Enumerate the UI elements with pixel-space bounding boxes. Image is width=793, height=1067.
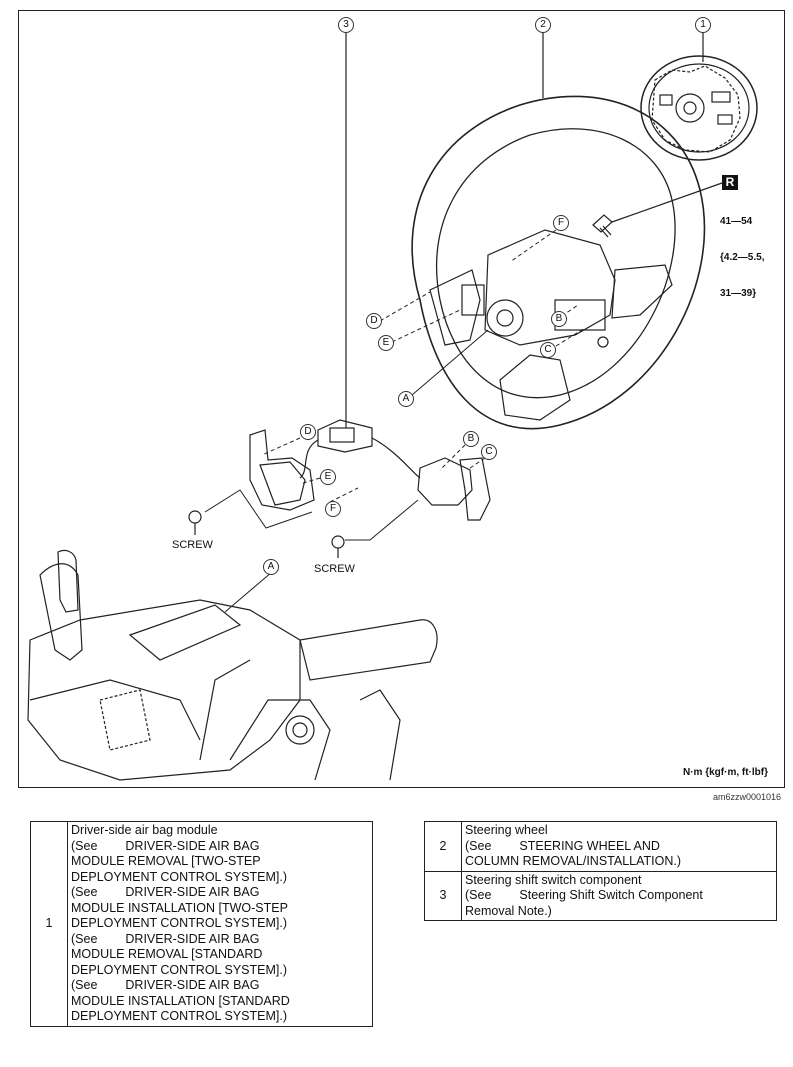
row-description: Steering shift switch component (See Stee… <box>461 870 777 921</box>
torque-line-1: 41—54 <box>720 216 753 227</box>
callout-2: 2 <box>535 17 551 33</box>
desc-line: (See DRIVER-SIDE AIR BAG <box>71 839 369 855</box>
see-text: (See <box>71 931 98 946</box>
desc-line: Driver-side air bag module <box>71 823 218 837</box>
row-title: Steering wheel <box>465 823 548 837</box>
torque-units: N·m {kgf·m, ft·lbf} <box>683 767 768 778</box>
row-number: 1 <box>30 821 68 1027</box>
callout-d-lower: D <box>300 424 316 440</box>
row-number: 2 <box>424 821 462 872</box>
exploded-view-drawing <box>27 30 758 781</box>
desc-line: (See DRIVER-SIDE AIR BAG <box>71 978 369 994</box>
screw-label-left: SCREW <box>172 539 213 551</box>
reference-link[interactable]: DRIVER-SIDE AIR BAG <box>125 931 260 946</box>
reference-link[interactable]: STEERING WHEEL AND <box>519 838 660 853</box>
desc-line: DEPLOYMENT CONTROL SYSTEM].) <box>71 916 288 930</box>
torque-line-2: {4.2—5.5, <box>720 252 765 263</box>
row-title: Steering shift switch component <box>465 872 642 887</box>
callout-e-top: E <box>378 335 394 351</box>
callout-a-top: A <box>398 391 414 407</box>
reference-link[interactable]: Steering Shift Switch Component <box>519 888 703 902</box>
screw-label-right: SCREW <box>314 563 355 575</box>
torque-value: 41—54 {4.2—5.5, 31—39} <box>720 192 764 312</box>
see-text: (See <box>465 838 492 853</box>
callout-1: 1 <box>695 17 711 33</box>
airbag-module-drawing <box>640 55 758 161</box>
callout-f-top: F <box>553 215 569 231</box>
callout-b-top: B <box>551 311 567 327</box>
image-id: am6zzw0001016 <box>713 792 782 802</box>
desc-line: DEPLOYMENT CONTROL SYSTEM].) <box>71 869 288 884</box>
callout-a-column: A <box>263 559 279 575</box>
row-description: Steering wheel (See STEERING WHEEL AND CO… <box>461 821 777 872</box>
reference-link[interactable]: DRIVER-SIDE AIR BAG <box>125 885 260 899</box>
torque-badge: R <box>722 175 738 190</box>
desc-line: (See DRIVER-SIDE AIR BAG <box>71 885 369 901</box>
callout-f-lower: F <box>325 501 341 517</box>
desc-line: DEPLOYMENT CONTROL SYSTEM].) <box>71 1009 288 1023</box>
row-number: 3 <box>424 870 462 921</box>
screw-drawing-right <box>331 535 345 558</box>
bolt-drawing <box>592 182 723 238</box>
reference-link[interactable]: DRIVER-SIDE AIR BAG <box>125 978 260 992</box>
callout-d-top: D <box>366 313 382 329</box>
desc-line: Removal Note.) <box>465 903 552 918</box>
torque-line-3: 31—39} <box>720 288 757 299</box>
diagram-frame <box>18 10 785 788</box>
callout-c-lower: C <box>481 444 497 460</box>
desc-line: MODULE INSTALLATION [TWO-STEP <box>71 900 288 915</box>
steering-column-drawing <box>27 549 438 781</box>
callout-c-top: C <box>540 342 556 358</box>
desc-line: COLUMN REMOVAL/INSTALLATION.) <box>465 854 682 868</box>
shift-switch-drawing <box>249 419 491 521</box>
table-row: 2 Steering wheel (See STEERING WHEEL AND … <box>424 821 777 872</box>
desc-line: MODULE INSTALLATION [STANDARD <box>71 993 290 1008</box>
desc-line: MODULE REMOVAL [TWO-STEP <box>71 854 261 868</box>
desc-line: MODULE REMOVAL [STANDARD <box>71 947 263 961</box>
see-text: (See <box>71 885 98 899</box>
callout-b-lower: B <box>463 431 479 447</box>
see-text: (See <box>71 838 98 853</box>
desc-line: (See Steering Shift Switch Component <box>465 888 773 904</box>
callout-e-lower: E <box>320 469 336 485</box>
desc-line: (See DRIVER-SIDE AIR BAG <box>71 932 369 948</box>
see-text: (See <box>465 888 492 902</box>
screw-drawing-left <box>188 510 202 535</box>
component-table-right: 2 Steering wheel (See STEERING WHEEL AND … <box>424 821 777 921</box>
desc-line: DEPLOYMENT CONTROL SYSTEM].) <box>71 962 288 977</box>
callout-3: 3 <box>338 17 354 33</box>
reference-link[interactable]: DRIVER-SIDE AIR BAG <box>125 838 260 853</box>
desc-line: (See STEERING WHEEL AND <box>465 839 773 855</box>
see-text: (See <box>71 978 98 992</box>
